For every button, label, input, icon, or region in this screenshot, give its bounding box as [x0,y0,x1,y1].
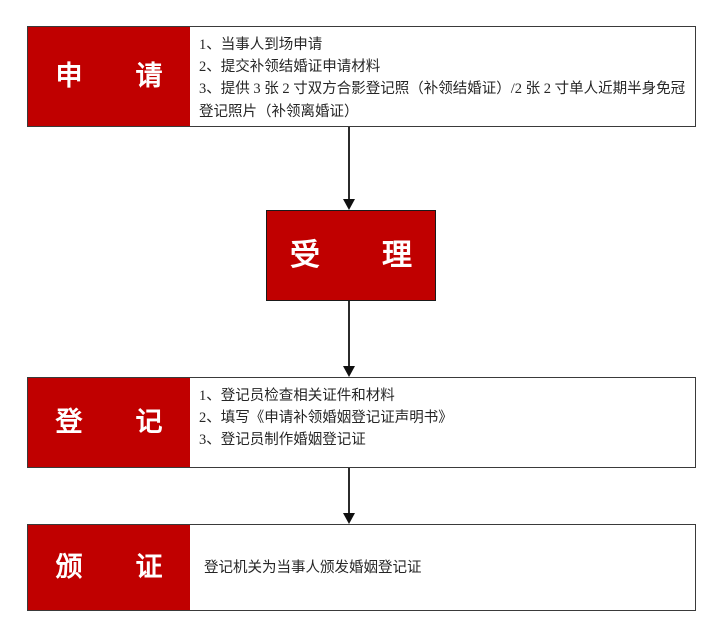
flow-step-register: 登 记 1、登记员检查相关证件和材料 2、填写《申请补领婚姻登记证声明书》 3、… [27,377,696,468]
down-arrow-icon [343,199,355,210]
flow-step-issue-line-1: 登记机关为当事人颁发婚姻登记证 [204,559,422,576]
flow-step-register-line-2: 2、填写《申请补领婚姻登记证声明书》 [199,410,453,427]
connector-line [348,468,350,514]
connector-line [348,127,350,200]
down-arrow-icon [343,513,355,524]
flow-step-issue: 颁 证 登记机关为当事人颁发婚姻登记证 [27,524,696,611]
flow-step-issue-body: 登记机关为当事人颁发婚姻登记证 [190,525,695,610]
flow-step-apply-line-2: 2、提交补领结婚证申请材料 [199,59,381,76]
flow-step-register-body: 1、登记员检查相关证件和材料 2、填写《申请补领婚姻登记证声明书》 3、登记员制… [190,378,695,467]
flow-step-accept: 受 理 [266,210,436,301]
flow-step-apply-body: 1、当事人到场申请 2、提交补领结婚证申请材料 3、提供 3 张 2 寸双方合影… [190,27,695,126]
flow-step-accept-label: 受 理 [267,211,435,300]
down-arrow-icon [343,366,355,377]
flow-step-apply-label: 申 请 [28,27,190,126]
flow-step-register-line-1: 1、登记员检查相关证件和材料 [199,388,395,404]
flow-step-register-line-3: 3、登记员制作婚姻登记证 [199,432,366,449]
connector-line [348,301,350,367]
flow-step-apply-line-3: 3、提供 3 张 2 寸双方合影登记照（补领结婚证）/2 张 2 寸单人近期半身… [199,81,686,120]
flow-step-apply: 申 请 1、当事人到场申请 2、提交补领结婚证申请材料 3、提供 3 张 2 寸… [27,26,696,127]
flow-step-register-label: 登 记 [28,378,190,467]
flow-step-apply-line-1: 1、当事人到场申请 [199,37,323,53]
flow-step-issue-label: 颁 证 [28,525,190,610]
